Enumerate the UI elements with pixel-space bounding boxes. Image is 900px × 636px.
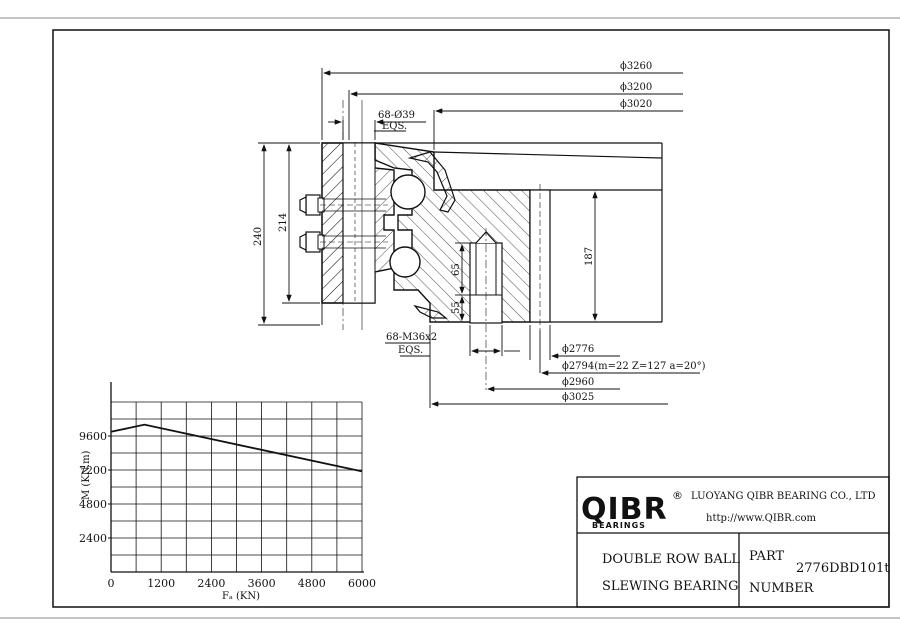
threaded-hole bbox=[469, 228, 503, 390]
chart-x-tick-label: 0 bbox=[108, 577, 115, 590]
inner-ring bbox=[374, 142, 531, 323]
upper-ball bbox=[390, 174, 426, 210]
part-label-line2: NUMBER bbox=[749, 581, 815, 596]
company-logo: QIBR bbox=[581, 492, 668, 527]
product-name-line2: SLEWING BEARING bbox=[602, 579, 739, 594]
dim-phi2776: ϕ2776 bbox=[562, 344, 594, 355]
chart-y-tick-label: 2400 bbox=[79, 532, 107, 545]
company-website: http://www.QIBR.com bbox=[706, 513, 816, 524]
chart-y-tick-label: 9600 bbox=[79, 430, 107, 443]
dim-phi3200: ϕ3200 bbox=[620, 82, 652, 93]
logo-registered-mark: ® bbox=[672, 489, 683, 502]
dim-phi3025: ϕ3025 bbox=[562, 392, 594, 403]
logo-subtitle: BEARINGS bbox=[592, 521, 646, 530]
bearing-cross-section bbox=[299, 100, 663, 390]
dim-height-65: 65 bbox=[451, 263, 462, 276]
drawing-frame bbox=[52, 29, 890, 608]
dim-phi3020: ϕ3020 bbox=[620, 99, 652, 110]
product-name-line1: DOUBLE ROW BALL bbox=[602, 552, 740, 567]
chart-y-tick-label: 4800 bbox=[79, 498, 107, 511]
part-label-line1: PART bbox=[749, 549, 785, 564]
lower-ball bbox=[389, 246, 421, 278]
lower-seal bbox=[413, 304, 448, 319]
dimensions bbox=[258, 68, 700, 408]
company-name: LUOYANG QIBR BEARING CO., LTD bbox=[691, 491, 875, 502]
title-block: QIBR ® BEARINGS LUOYANG QIBR BEARING CO.… bbox=[576, 476, 890, 608]
mounting-bolt-lower bbox=[299, 231, 388, 253]
chart-x-tick-label: 3600 bbox=[248, 577, 276, 590]
upper-seal bbox=[407, 151, 456, 213]
dim-holes-count: 68-Ø39 bbox=[378, 110, 415, 121]
mounting-bolt-upper bbox=[299, 194, 388, 216]
outer-ring-bolt-hole bbox=[342, 142, 376, 304]
chart-x-tick-label: 2400 bbox=[197, 577, 225, 590]
dim-phi2794: ϕ2794(m=22 Z=127 a=20°) bbox=[562, 361, 706, 372]
dim-bolts-eqs: EQS. bbox=[398, 345, 423, 356]
load-capacity-chart: 0 1200 2400 3600 4800 6000 2400 4800 7200 9600 bbox=[79, 382, 376, 590]
chart-series-line bbox=[110, 423, 363, 473]
dim-holes-eqs: EQS. bbox=[382, 121, 407, 132]
chart-y-tick-label: 7200 bbox=[79, 464, 107, 477]
chart-x-tick-label: 4800 bbox=[298, 577, 326, 590]
dim-height-214: 214 bbox=[278, 213, 289, 232]
part-number: 2776DBD101t bbox=[796, 561, 890, 576]
chart-ylabel: M (KN.m) bbox=[81, 450, 92, 500]
chart-x-tick-label: 1200 bbox=[147, 577, 175, 590]
dim-height-55: 55 bbox=[451, 301, 462, 314]
dim-bolts-count: 68-M36x2 bbox=[386, 332, 437, 343]
dim-height-187: 187 bbox=[584, 247, 595, 266]
dim-phi3260: ϕ3260 bbox=[620, 61, 652, 72]
dim-phi2960: ϕ2960 bbox=[562, 377, 594, 388]
chart-x-tick-label: 6000 bbox=[348, 577, 376, 590]
dim-height-240: 240 bbox=[253, 227, 264, 246]
chart-xlabel: Fₐ (KN) bbox=[222, 591, 260, 602]
